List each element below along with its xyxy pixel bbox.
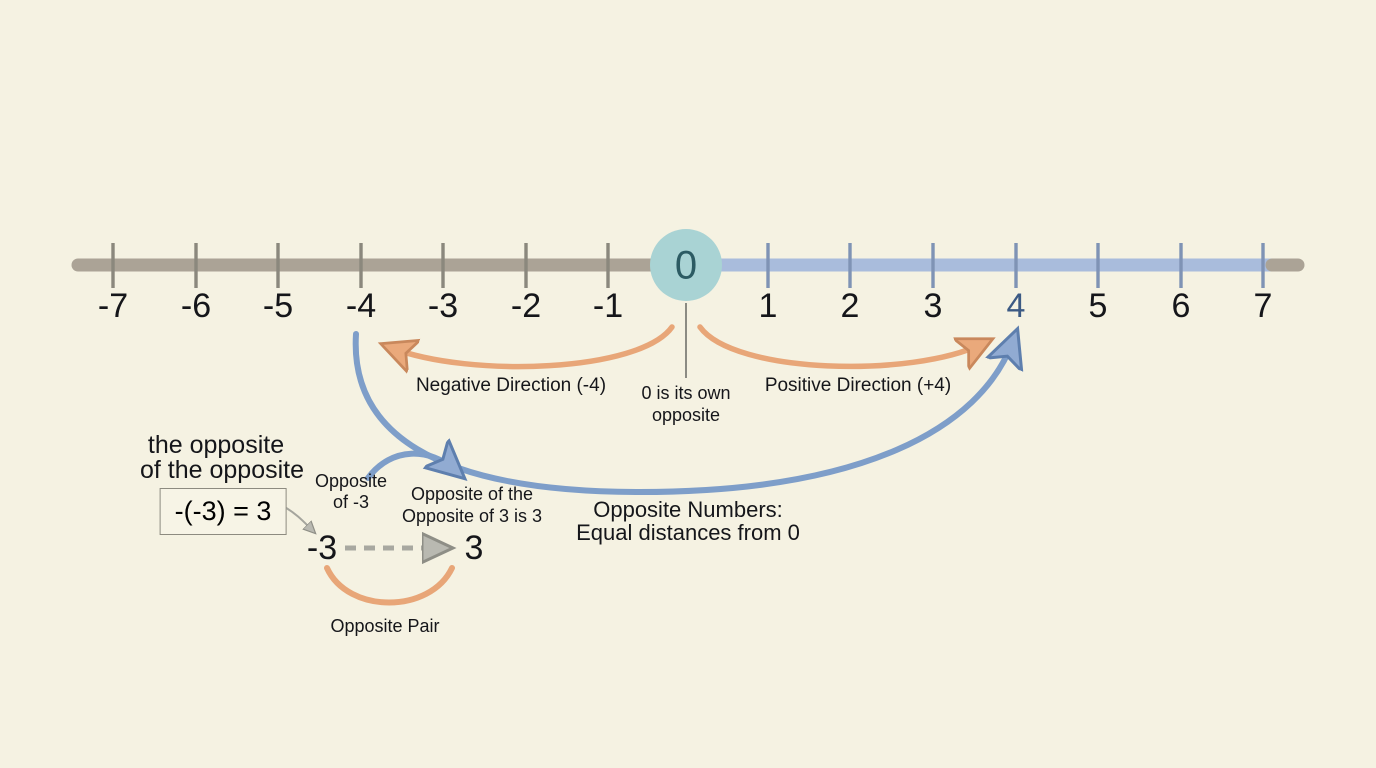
tick-label--3: -3 xyxy=(427,287,459,325)
tick-label--2: -2 xyxy=(510,287,542,325)
positive-direction-label: Positive Direction (+4) xyxy=(764,375,952,396)
opposite-of-neg3-line2: of -3 xyxy=(332,492,370,512)
opposite-of-neg3-arc xyxy=(365,454,455,481)
opposite-of-opposite-line2: Opposite of 3 is 3 xyxy=(401,506,543,526)
headline-line2: of the opposite xyxy=(139,456,305,484)
opposite-numbers-line1: Opposite Numbers: xyxy=(593,497,783,522)
equation-box: -(-3) = 3 xyxy=(159,488,287,535)
tick-label--7: -7 xyxy=(97,287,129,325)
tick-label-7: 7 xyxy=(1253,287,1273,325)
pair-value-right: 3 xyxy=(464,528,484,567)
tick-marks xyxy=(111,243,1265,288)
tick-label-4: 4 xyxy=(1006,287,1026,325)
tick-label--1: -1 xyxy=(592,287,624,325)
tick-label-5: 5 xyxy=(1088,287,1108,325)
tick-label--5: -5 xyxy=(262,287,294,325)
opposite-numbers-line2: Equal distances from 0 xyxy=(576,520,800,545)
negative-direction-label: Negative Direction (-4) xyxy=(415,375,607,396)
negative-direction-arc xyxy=(392,324,675,367)
tick-label-6: 6 xyxy=(1171,287,1191,325)
zero-note-line1: 0 is its own xyxy=(641,383,731,403)
equation-pointer xyxy=(282,505,312,530)
tick-label--6: -6 xyxy=(180,287,212,325)
zero-note-line2: opposite xyxy=(651,405,721,425)
opposite-pair-arc xyxy=(324,565,455,606)
opposite-pair-label: Opposite Pair xyxy=(330,616,440,636)
zero-label: 0 xyxy=(674,243,698,288)
opposite-of-neg3-line1: Opposite xyxy=(314,471,388,491)
tick-label--4: -4 xyxy=(345,287,377,325)
zero-circle xyxy=(650,229,722,301)
pair-value-left: -3 xyxy=(306,528,338,567)
tick-label-1: 1 xyxy=(758,287,778,325)
tick-label-2: 2 xyxy=(840,287,860,325)
tick-label-3: 3 xyxy=(923,287,943,325)
opposite-of-opposite-line1: Opposite of the xyxy=(410,484,534,504)
headline-line1: the opposite xyxy=(147,431,285,459)
positive-direction-arc xyxy=(697,324,982,366)
opposite-numbers-arc xyxy=(352,334,1013,496)
